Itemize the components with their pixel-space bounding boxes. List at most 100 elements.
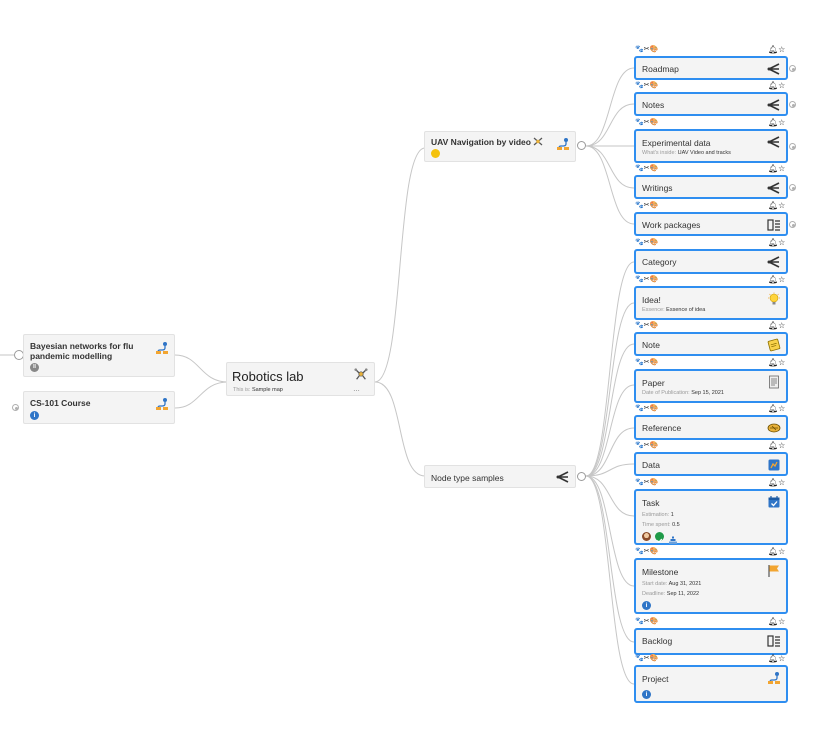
leaf-toolbar-left[interactable]: 🐾✂🎨 bbox=[635, 45, 658, 54]
leaf-toolbar-left[interactable]: 🐾✂🎨 bbox=[635, 547, 658, 556]
tools-icon[interactable]: ✂ bbox=[643, 479, 650, 486]
tools-icon[interactable]: ✂ bbox=[643, 46, 650, 53]
expand-port-roadmap[interactable] bbox=[789, 64, 796, 72]
palette-icon[interactable]: 🎨 bbox=[649, 202, 659, 209]
leaf-toolbar-left[interactable]: 🐾✂🎨 bbox=[635, 118, 658, 127]
samples-collapse-port[interactable] bbox=[577, 472, 586, 481]
paw-icon[interactable]: 🐾 bbox=[635, 618, 644, 625]
paw-icon[interactable]: 🐾 bbox=[635, 239, 644, 246]
paw-icon[interactable]: 🐾 bbox=[635, 202, 644, 209]
assignee-avatar[interactable] bbox=[642, 532, 651, 541]
palette-icon[interactable]: 🎨 bbox=[649, 442, 659, 449]
node-root-robotics-lab[interactable]: Robotics lab This is: Sample map … bbox=[226, 362, 375, 396]
bell-icon[interactable]: 🔔︎ bbox=[768, 118, 779, 127]
tools-icon[interactable]: ✂ bbox=[643, 548, 650, 555]
paw-icon[interactable]: 🐾 bbox=[635, 548, 644, 555]
leaf-toolbar-left[interactable]: 🐾✂🎨 bbox=[635, 201, 658, 210]
paw-icon[interactable]: 🐾 bbox=[635, 442, 644, 449]
leaf-toolbar-right[interactable]: 🔔︎☆ bbox=[768, 81, 785, 90]
leaf-toolbar-left[interactable]: 🐾✂🎨 bbox=[635, 164, 658, 173]
tools-icon[interactable]: ✂ bbox=[643, 82, 650, 89]
palette-icon[interactable]: 🎨 bbox=[649, 618, 659, 625]
uav-collapse-port[interactable] bbox=[577, 141, 586, 150]
star-icon[interactable]: ☆ bbox=[778, 547, 786, 556]
leaf-toolbar-right[interactable]: 🔔︎☆ bbox=[768, 238, 785, 247]
leaf-toolbar-left[interactable]: 🐾✂🎨 bbox=[635, 321, 658, 330]
palette-icon[interactable]: 🎨 bbox=[649, 46, 659, 53]
node-bayesian-networks[interactable]: Bayesian networks for flu pandemic model… bbox=[23, 334, 175, 377]
node-type-samples[interactable]: Node type samples bbox=[424, 465, 576, 488]
leaf-toolbar-right[interactable]: 🔔︎☆ bbox=[768, 441, 785, 450]
tools-icon[interactable]: ✂ bbox=[643, 405, 650, 412]
leaf-toolbar-right[interactable]: 🔔︎☆ bbox=[768, 547, 785, 556]
leaf-toolbar-left[interactable]: 🐾✂🎨 bbox=[635, 81, 658, 90]
paw-icon[interactable]: 🐾 bbox=[635, 165, 644, 172]
leaf-toolbar-right[interactable]: 🔔︎☆ bbox=[768, 654, 785, 663]
bell-icon[interactable]: 🔔︎ bbox=[768, 547, 779, 556]
expand-port-work-packages[interactable] bbox=[789, 220, 796, 228]
leaf-toolbar-left[interactable]: 🐾✂🎨 bbox=[635, 404, 658, 413]
node-notes[interactable]: Notes bbox=[634, 92, 788, 116]
leaf-toolbar-left[interactable]: 🐾✂🎨 bbox=[635, 238, 658, 247]
node-writings[interactable]: Writings bbox=[634, 175, 788, 199]
leaf-toolbar-right[interactable]: 🔔︎☆ bbox=[768, 118, 785, 127]
paw-icon[interactable]: 🐾 bbox=[635, 46, 644, 53]
leaf-toolbar-right[interactable]: 🔔︎☆ bbox=[768, 617, 785, 626]
bell-icon[interactable]: 🔔︎ bbox=[768, 321, 779, 330]
bell-icon[interactable]: 🔔︎ bbox=[768, 441, 779, 450]
node-work-packages[interactable]: Work packages bbox=[634, 212, 788, 236]
bell-icon[interactable]: 🔔︎ bbox=[768, 164, 779, 173]
bell-icon[interactable]: 🔔︎ bbox=[768, 617, 779, 626]
palette-icon[interactable]: 🎨 bbox=[649, 276, 659, 283]
paw-icon[interactable]: 🐾 bbox=[635, 276, 644, 283]
leaf-toolbar-right[interactable]: 🔔︎☆ bbox=[768, 321, 785, 330]
star-icon[interactable]: ☆ bbox=[778, 654, 786, 663]
node-category[interactable]: Category bbox=[634, 249, 788, 274]
star-icon[interactable]: ☆ bbox=[778, 81, 786, 90]
star-icon[interactable]: ☆ bbox=[778, 164, 786, 173]
palette-icon[interactable]: 🎨 bbox=[649, 405, 659, 412]
tools-icon[interactable]: ✂ bbox=[643, 442, 650, 449]
leaf-toolbar-right[interactable]: 🔔︎☆ bbox=[768, 275, 785, 284]
bell-icon[interactable]: 🔔︎ bbox=[768, 404, 779, 413]
bell-icon[interactable]: 🔔︎ bbox=[768, 238, 779, 247]
palette-icon[interactable]: 🎨 bbox=[649, 239, 659, 246]
paw-icon[interactable]: 🐾 bbox=[635, 119, 644, 126]
tools-icon[interactable]: ✂ bbox=[643, 618, 650, 625]
leaf-toolbar-left[interactable]: 🐾✂🎨 bbox=[635, 478, 658, 487]
leaf-toolbar-left[interactable]: 🐾✂🎨 bbox=[635, 654, 658, 663]
tools-icon[interactable]: ✂ bbox=[643, 165, 650, 172]
star-icon[interactable]: ☆ bbox=[778, 238, 786, 247]
leaf-toolbar-left[interactable]: 🐾✂🎨 bbox=[635, 275, 658, 284]
palette-icon[interactable]: 🎨 bbox=[649, 655, 659, 662]
expand-port-notes[interactable] bbox=[789, 100, 796, 108]
star-icon[interactable]: ☆ bbox=[778, 404, 786, 413]
star-icon[interactable]: ☆ bbox=[778, 201, 786, 210]
palette-icon[interactable]: 🎨 bbox=[649, 548, 659, 555]
paw-icon[interactable]: 🐾 bbox=[635, 82, 644, 89]
palette-icon[interactable]: 🎨 bbox=[649, 479, 659, 486]
bell-icon[interactable]: 🔔︎ bbox=[768, 358, 779, 367]
star-icon[interactable]: ☆ bbox=[778, 45, 786, 54]
node-roadmap[interactable]: Roadmap bbox=[634, 56, 788, 80]
bell-icon[interactable]: 🔔︎ bbox=[768, 201, 779, 210]
expand-port-writings[interactable] bbox=[789, 183, 796, 191]
node-uav-navigation[interactable]: UAV Navigation by video bbox=[424, 131, 576, 162]
tools-icon[interactable]: ✂ bbox=[643, 239, 650, 246]
leaf-toolbar-left[interactable]: 🐾✂🎨 bbox=[635, 358, 658, 367]
tools-icon[interactable]: ✂ bbox=[643, 276, 650, 283]
star-icon[interactable]: ☆ bbox=[778, 321, 786, 330]
leaf-toolbar-right[interactable]: 🔔︎☆ bbox=[768, 164, 785, 173]
bell-icon[interactable]: 🔔︎ bbox=[768, 654, 779, 663]
node-idea[interactable]: Idea!Essence: Essence of idea bbox=[634, 286, 788, 320]
node-note[interactable]: Note bbox=[634, 332, 788, 356]
leaf-toolbar-right[interactable]: 🔔︎☆ bbox=[768, 201, 785, 210]
palette-icon[interactable]: 🎨 bbox=[649, 165, 659, 172]
paw-icon[interactable]: 🐾 bbox=[635, 322, 644, 329]
leaf-toolbar-right[interactable]: 🔔︎☆ bbox=[768, 404, 785, 413]
